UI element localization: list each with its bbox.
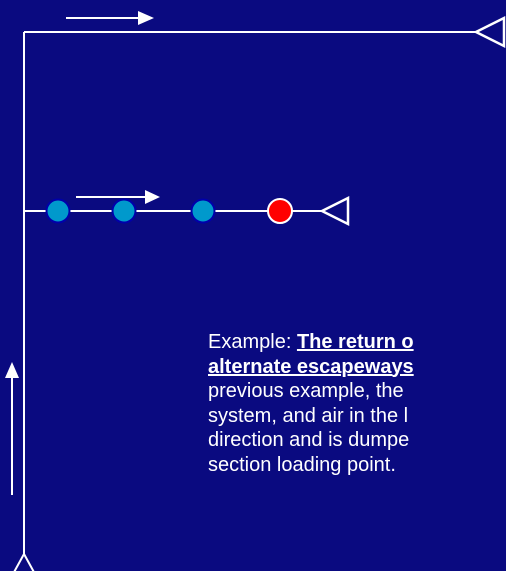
- branch-flow-arrow-icon: [145, 190, 160, 204]
- up-flow-arrow-icon: [5, 362, 19, 378]
- red-node: [267, 198, 293, 224]
- caption-bold-line-1: The return o: [296, 331, 414, 353]
- branch-regulator-icon: [319, 195, 350, 227]
- teal-node-3: [190, 198, 216, 224]
- top-regulator-icon: [473, 15, 506, 49]
- bottom-regulator-icon: [13, 551, 35, 571]
- caption-bold-line-2: alternate escapeways: [208, 355, 414, 378]
- caption-line-6: section loading point.: [208, 453, 396, 476]
- example-caption: Example: The return o alternate escapewa…: [208, 330, 506, 477]
- caption-line-4: system, and air in the l: [208, 404, 409, 427]
- teal-node-1: [45, 198, 71, 224]
- teal-node-2: [111, 198, 137, 224]
- caption-line-3: previous example, the: [208, 380, 404, 402]
- caption-line-1: Example: The return o: [208, 330, 506, 355]
- caption-line-5: direction and is dumpe: [208, 429, 410, 451]
- top-flow-arrow-icon: [138, 11, 154, 25]
- caption-prefix: Example:: [208, 331, 297, 353]
